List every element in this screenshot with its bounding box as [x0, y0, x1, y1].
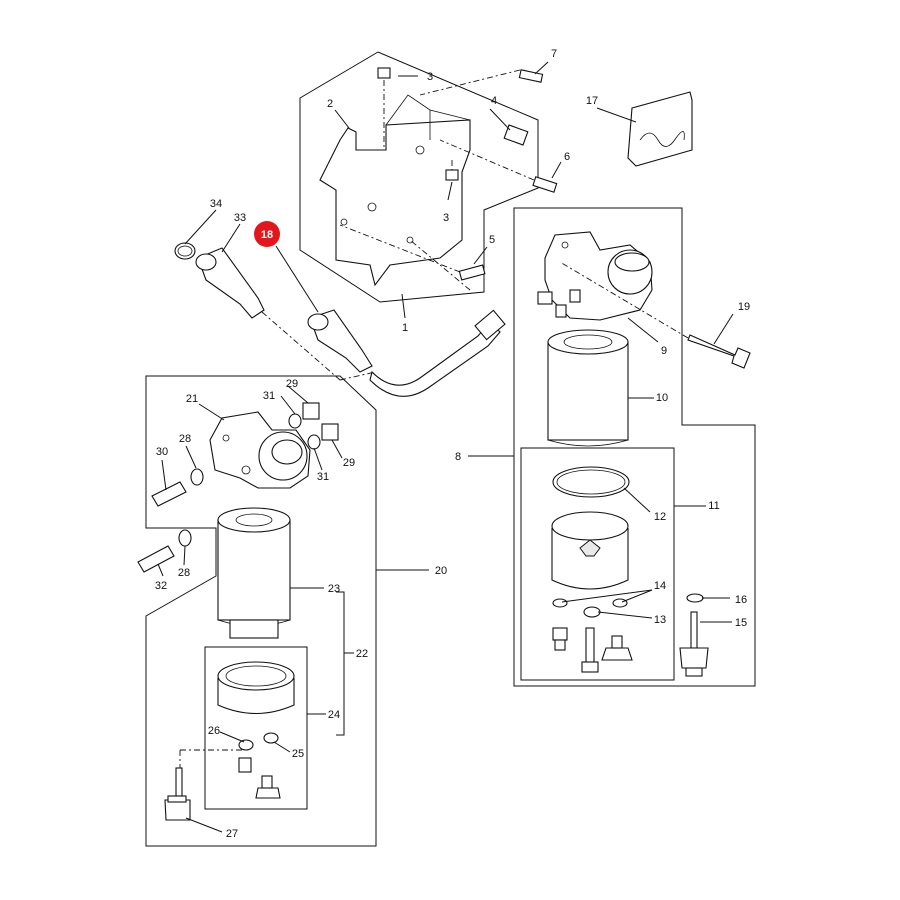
callout-31-top: 31 [263, 390, 275, 402]
callout-20: 20 [435, 565, 447, 577]
bolt-19 [559, 261, 751, 369]
callout-26: 26 [208, 725, 220, 737]
callout-22: 22 [356, 648, 368, 660]
callout-25: 25 [292, 748, 304, 760]
bracket-group [299, 51, 558, 303]
seal-ring-12 [552, 466, 630, 498]
callout-9: 9 [661, 345, 667, 357]
o-ring-34 [174, 242, 196, 260]
callout-34: 34 [210, 198, 222, 210]
callout-7: 7 [551, 48, 557, 60]
highlight-badge [254, 221, 280, 247]
hose-33 [195, 247, 265, 319]
plug-parts [238, 757, 281, 799]
washers-13-14 [552, 598, 628, 618]
callout-30: 30 [156, 446, 168, 458]
washer-25 [263, 732, 279, 744]
callout-10: 10 [656, 392, 668, 404]
filter-head-group-outline [513, 207, 756, 687]
label-card-17 [627, 91, 693, 167]
callout-1: 1 [402, 322, 408, 334]
callout-28-a: 28 [179, 433, 191, 445]
drain-parts [552, 627, 633, 673]
fitting-29-top [302, 402, 320, 420]
callout-19: 19 [738, 301, 750, 313]
callout-17: 17 [586, 95, 598, 107]
bolt-6 [439, 139, 558, 193]
washer-28-a [190, 468, 204, 486]
callout-31-bottom: 31 [317, 471, 329, 483]
callout-29-bottom: 29 [343, 457, 355, 469]
fitting-29-bottom [321, 423, 339, 441]
washer-26 [238, 739, 254, 751]
highlighted-callout-18: 18 [254, 221, 280, 247]
bolt-7 [419, 69, 544, 96]
callout-3-top: 3 [427, 71, 433, 83]
connector-30 [151, 481, 187, 507]
water-sensor-15 [679, 593, 709, 677]
washer-31-bottom [307, 434, 321, 450]
mounting-bracket [319, 119, 471, 287]
bowl-kit-24-outline [204, 646, 308, 810]
primary-filter-group-outline [145, 375, 377, 847]
callout-28-b: 28 [178, 567, 190, 579]
bowl [551, 511, 629, 590]
filter-head [537, 231, 653, 321]
callout-23: 23 [328, 583, 340, 595]
callout-18: 18 [261, 229, 273, 241]
filter-head-21 [209, 411, 311, 489]
callout-15: 15 [735, 617, 747, 629]
callout-24: 24 [328, 709, 340, 721]
callout-16: 16 [735, 594, 747, 606]
callout-12: 12 [654, 511, 666, 523]
bowl-kit-outline [520, 447, 675, 681]
bolt-5 [339, 224, 486, 291]
callout-13: 13 [654, 614, 666, 626]
washer-28-b [178, 529, 192, 547]
bracket-group-outline [299, 51, 539, 303]
callout-32: 32 [155, 580, 167, 592]
callout-8: 8 [455, 451, 461, 463]
callout-29-top: 29 [286, 378, 298, 390]
callout-21: 21 [186, 393, 198, 405]
callout-2: 2 [327, 98, 333, 110]
connector-32 [137, 545, 175, 573]
nut-4 [503, 124, 529, 146]
screw-3-top [377, 67, 391, 148]
callout-labels: 1 2 3 3 4 5 6 7 8 9 10 11 12 13 14 15 16… [155, 48, 750, 840]
callout-27: 27 [226, 828, 238, 840]
filter-element-23 [217, 507, 291, 639]
callout-33: 33 [234, 212, 246, 224]
leader-lines [157, 61, 734, 833]
callout-6: 6 [564, 151, 570, 163]
hose-18 [307, 309, 506, 397]
callout-14: 14 [654, 580, 666, 592]
screw-3-mid [445, 160, 459, 181]
filter-element-10 [547, 329, 629, 447]
bracket-22 [336, 591, 345, 736]
washer-31-top [288, 413, 302, 429]
callout-5: 5 [489, 234, 495, 246]
bowl-24 [217, 661, 295, 714]
callout-3-mid: 3 [443, 212, 449, 224]
callout-11: 11 [708, 500, 719, 512]
callout-4: 4 [491, 95, 497, 107]
